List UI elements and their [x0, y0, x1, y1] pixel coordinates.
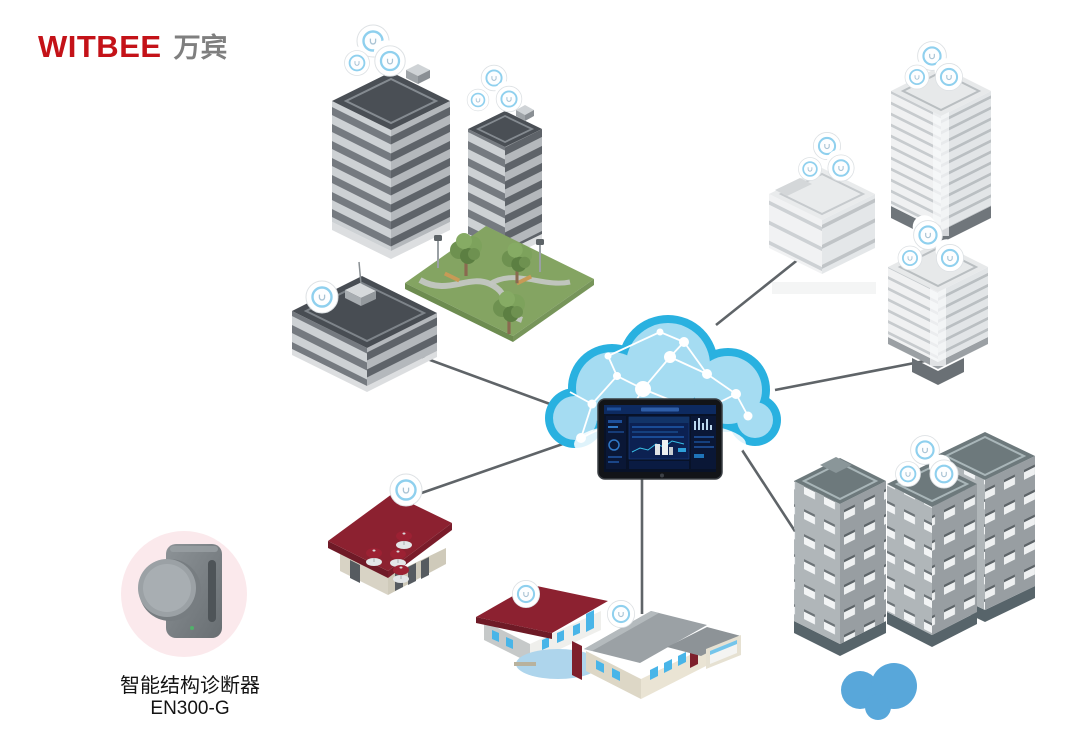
- sensor-disc-icon: [387, 466, 424, 508]
- sensor-disc-icon: [933, 57, 964, 92]
- brand-wordmark: WITBEE: [38, 29, 162, 64]
- rooftop-unit: [345, 261, 376, 306]
- white-tower-upper: [891, 35, 991, 243]
- rooftop-unit: [406, 64, 430, 84]
- office-building-low: [292, 261, 437, 392]
- suburban-house: [514, 594, 741, 699]
- sensor-disc-icon: [826, 148, 856, 183]
- sensor-device-image: [138, 544, 222, 638]
- white-tower-lower: [888, 214, 988, 385]
- product-badge: [121, 531, 247, 657]
- connection-line: [715, 256, 801, 327]
- product-model: EN300-G: [150, 698, 230, 719]
- status-led: [190, 626, 194, 630]
- sensor-disc-icon: [510, 574, 541, 609]
- tablet-home-button: [660, 473, 664, 478]
- park-bench: [515, 274, 533, 286]
- sensor-disc-icon: [303, 273, 340, 315]
- skyscraper-dark-small: [465, 59, 542, 259]
- sensor-disc-icon: [934, 238, 965, 273]
- pond: [841, 663, 917, 720]
- connection-line: [740, 449, 804, 543]
- sensor-disc-icon: [465, 84, 490, 112]
- building-shadow: [772, 282, 876, 294]
- skyscraper-dark-large: [332, 17, 450, 259]
- park-bench: [443, 271, 461, 283]
- house-windows: [596, 652, 686, 681]
- city-park: [405, 226, 594, 342]
- house-windows: [492, 610, 594, 650]
- product-label: 智能结构诊断器 EN300-G: [60, 675, 320, 720]
- connection-line: [774, 358, 931, 392]
- product-name: 智能结构诊断器: [120, 675, 260, 697]
- cafe-building: [328, 466, 452, 595]
- brand-cjk-name: 万宾: [173, 33, 228, 63]
- brand-logo: WITBEE 万宾: [38, 26, 228, 65]
- sensor-disc-icon: [605, 594, 636, 629]
- apartment-towers: [794, 429, 1035, 720]
- connection-lines: [391, 256, 931, 614]
- rooftop-unit: [516, 105, 534, 121]
- light-midrise-building: [769, 126, 876, 294]
- sensor-disc-icon: [796, 152, 823, 182]
- sensor-disc-icon: [494, 80, 523, 113]
- dashboard-tablet: [597, 398, 723, 480]
- sensor-disc-icon: [372, 38, 407, 78]
- connection-line: [409, 436, 581, 499]
- chimney: [572, 641, 582, 680]
